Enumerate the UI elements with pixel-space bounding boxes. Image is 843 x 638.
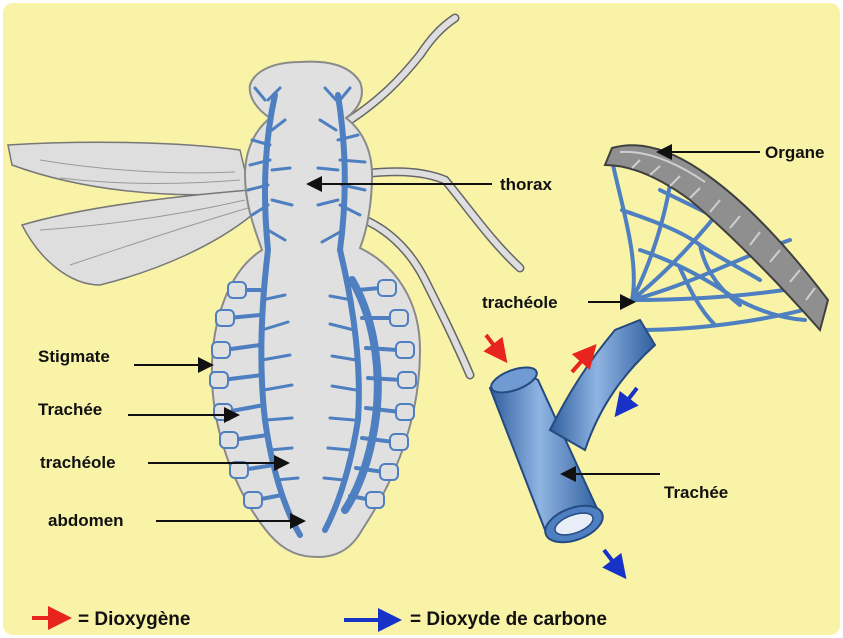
label-trachee-left: Trachée <box>38 400 102 419</box>
label-tracheole-right: trachéole <box>482 293 558 312</box>
label-thorax: thorax <box>500 175 553 194</box>
label-stigmate: Stigmate <box>38 347 110 366</box>
label-tracheole-left: trachéole <box>40 453 116 472</box>
label-abdomen: abdomen <box>48 511 124 530</box>
legend-oxygen-label: = Dioxygène <box>78 609 190 630</box>
diagram-background <box>3 3 840 635</box>
label-organe: Organe <box>765 143 825 162</box>
legend-co2-label: = Dioxyde de carbone <box>410 609 607 630</box>
label-trachee-right: Trachée <box>664 483 728 502</box>
